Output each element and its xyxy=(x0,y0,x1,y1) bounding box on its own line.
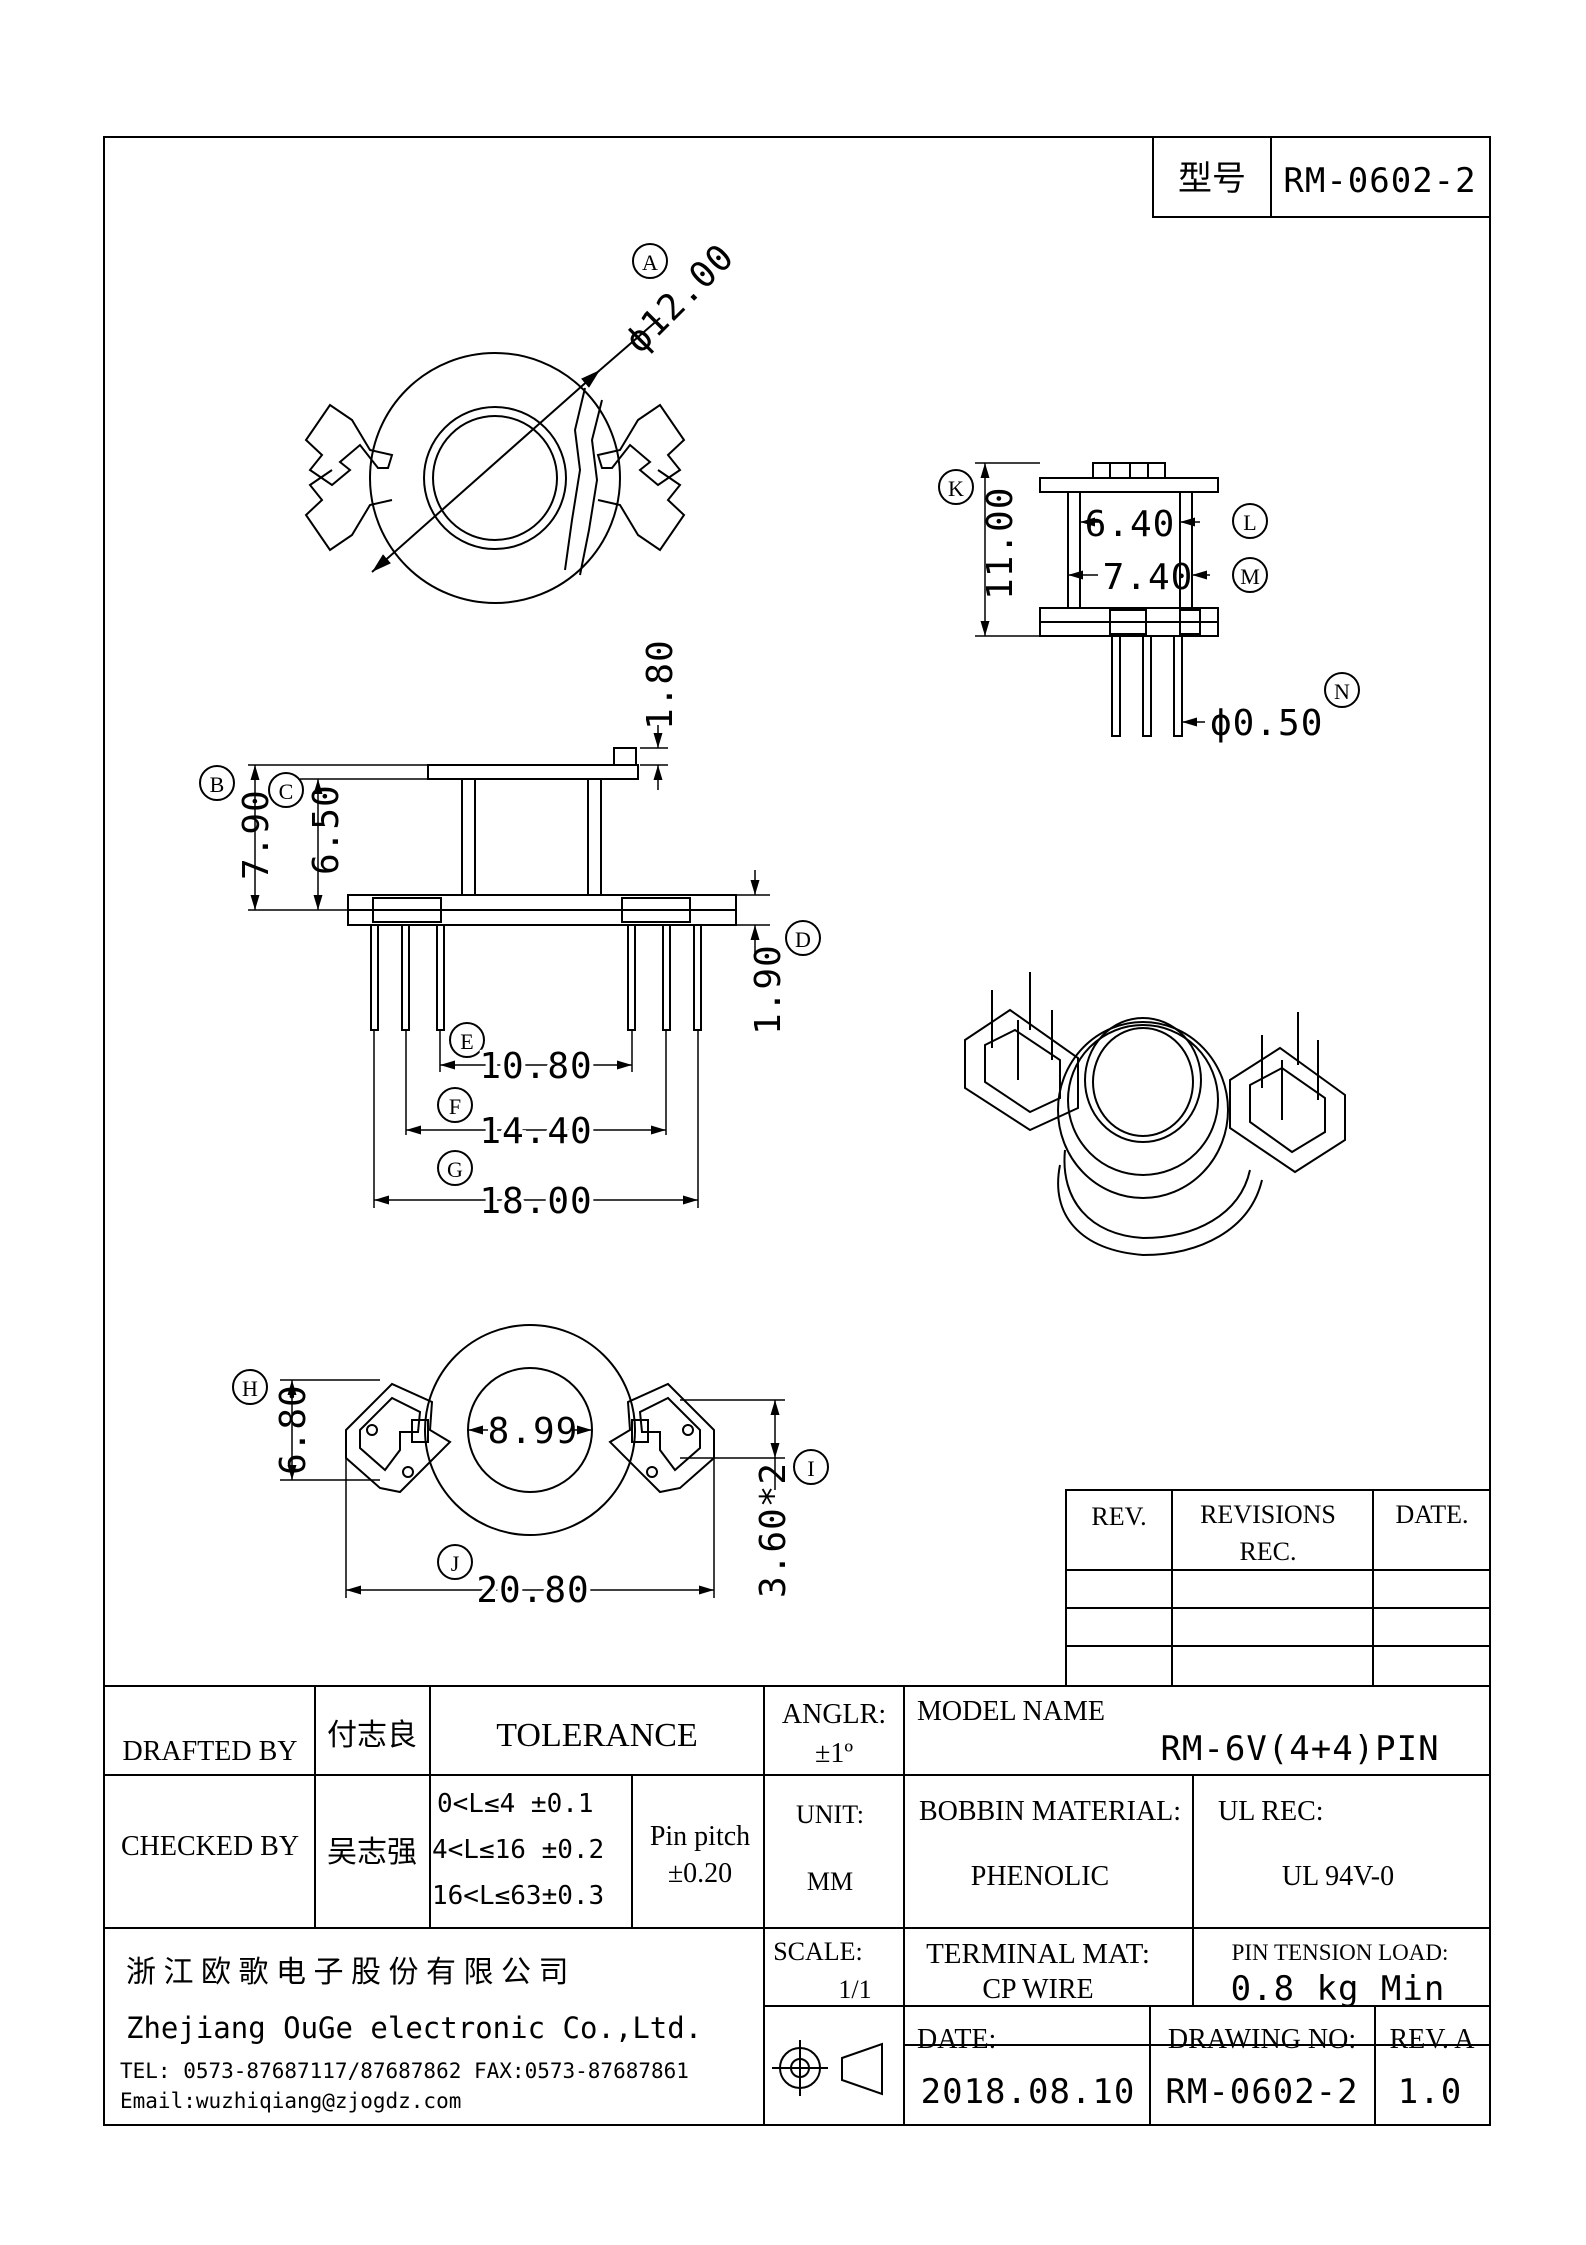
dim-c: 6.50 xyxy=(306,784,347,875)
label-f: F xyxy=(449,1094,461,1119)
label-h: H xyxy=(242,1376,258,1401)
side-view xyxy=(248,725,770,1208)
scale-value: 1/1 xyxy=(838,1975,871,2004)
label-j: J xyxy=(451,1551,460,1576)
terminal-mat-label: TERMINAL MAT: xyxy=(926,1938,1150,1970)
label-n-circle xyxy=(1324,672,1360,708)
rev-value: 1.0 xyxy=(1398,2072,1462,2112)
model-name-label: MODEL NAME xyxy=(917,1696,1105,1727)
label-n: N xyxy=(1334,679,1350,704)
date-label: DATE: xyxy=(917,2024,996,2055)
bobbin-material-label: BOBBIN MATERIAL: xyxy=(919,1796,1181,1827)
drafted-by-name: 付志良 xyxy=(327,1719,417,1752)
label-i-circle xyxy=(793,1449,829,1485)
label-k-circle xyxy=(938,469,974,505)
company-email: Email:wuzhiqiang@zjogdz.com xyxy=(120,2089,461,2113)
unit-value: MM xyxy=(807,1867,853,1896)
dim-m: 7.40 xyxy=(1103,557,1194,598)
dim-g: 18.00 xyxy=(479,1181,592,1222)
dim-k: 11.00 xyxy=(980,487,1021,600)
header-model-box: 型号 RM-0602-2 xyxy=(1152,136,1491,218)
dim-b: 7.90 xyxy=(236,789,277,880)
label-d-circle xyxy=(785,920,821,956)
label-a-circle xyxy=(632,243,668,279)
label-b-circle xyxy=(199,765,235,801)
rev-header-rec: REC. xyxy=(1239,1537,1296,1566)
dim-center: 8.99 xyxy=(488,1411,579,1452)
bottom-view xyxy=(280,1324,785,1598)
label-h-circle xyxy=(232,1369,268,1405)
angle-value: ±1º xyxy=(815,1738,853,1769)
date-value: 2018.08.10 xyxy=(921,2072,1136,2112)
dim-top: 1.80 xyxy=(640,639,681,730)
front-view xyxy=(975,462,1219,737)
unit-label: UNIT: xyxy=(796,1800,864,1829)
label-m: M xyxy=(1240,564,1260,589)
tolerance-label: TOLERANCE xyxy=(496,1717,697,1754)
label-c-circle xyxy=(268,772,304,808)
ul-rec-value: UL 94V-0 xyxy=(1282,1861,1394,1892)
label-l-circle xyxy=(1232,503,1268,539)
terminal-mat-value: CP WIRE xyxy=(982,1974,1093,2005)
label-j-circle xyxy=(437,1544,473,1580)
top-view xyxy=(304,317,686,604)
model-label: 型号 xyxy=(1178,161,1246,198)
projection-symbol-icon xyxy=(772,2040,883,2096)
label-c: C xyxy=(279,779,294,804)
checked-by-label: CHECKED BY xyxy=(121,1831,299,1862)
rev-header-revisions: REVISIONS xyxy=(1200,1500,1336,1529)
dim-e: 10.80 xyxy=(479,1046,592,1087)
label-a: A xyxy=(642,250,658,275)
rev-header-rev: REV. xyxy=(1091,1502,1146,1531)
checked-by-name: 吴志强 xyxy=(327,1836,417,1869)
bobbin-material-value: PHENOLIC xyxy=(971,1861,1109,1892)
label-i: I xyxy=(807,1456,814,1481)
company-tel: TEL: 0573-87687117/87687862 FAX:0573-876… xyxy=(120,2059,689,2083)
pin-tension-value: 0.8 kg Min xyxy=(1231,1969,1446,2009)
dim-j: 20.80 xyxy=(476,1570,589,1611)
tolerance-row-3: 16<L≤63±0.3 xyxy=(432,1881,604,1911)
ul-rec-label: UL REC: xyxy=(1218,1796,1324,1827)
tolerance-row-2: 4<L≤16 ±0.2 xyxy=(432,1835,604,1865)
angle-label: ANGLR: xyxy=(782,1699,886,1730)
dim-l: 6.40 xyxy=(1085,504,1176,545)
pin-pitch-label: Pin pitch xyxy=(650,1821,750,1852)
label-g: G xyxy=(447,1157,463,1182)
rev-header-date: DATE. xyxy=(1396,1500,1469,1529)
title-block-grid xyxy=(104,1685,1490,2125)
dim-diameter-a: ϕ12.00 xyxy=(617,236,742,361)
pin-pitch-value: ±0.20 xyxy=(668,1858,732,1889)
pin-tension-label: PIN TENSION LOAD: xyxy=(1232,1940,1449,1965)
company-en: Zhejiang OuGe electronic Co.,Ltd. xyxy=(126,2011,702,2045)
model-value: RM-0602-2 xyxy=(1283,161,1476,201)
company-cn: 浙 江 欧 歌 电 子 股 份 有 限 公 司 xyxy=(126,1956,569,1989)
rev-label: REV. A xyxy=(1389,2024,1475,2055)
label-f-circle xyxy=(437,1087,473,1123)
dim-n: ϕ0.50 xyxy=(1210,703,1323,744)
model-name-value: RM-6V(4+4)PIN xyxy=(1160,1729,1439,1769)
drawing-no-value: RM-0602-2 xyxy=(1165,2072,1358,2112)
scale-label: SCALE: xyxy=(773,1937,863,1966)
dim-i: 3.60*2 xyxy=(753,1462,794,1598)
label-g-circle xyxy=(437,1150,473,1186)
label-d: D xyxy=(795,927,811,952)
label-b: B xyxy=(210,772,225,797)
drafted-by-label: DRAFTED BY xyxy=(122,1736,297,1767)
label-e: E xyxy=(460,1029,473,1054)
label-m-circle xyxy=(1232,557,1268,593)
isometric-view xyxy=(964,972,1346,1257)
label-l: L xyxy=(1243,510,1256,535)
tolerance-row-1: 0<L≤4 ±0.1 xyxy=(437,1789,594,1819)
dim-d: 1.90 xyxy=(748,944,789,1035)
dim-h: 6.80 xyxy=(273,1384,314,1475)
dim-f: 14.40 xyxy=(479,1111,592,1152)
drawing-no-label: DRAWING NO: xyxy=(1168,2024,1356,2055)
label-k: K xyxy=(948,476,964,501)
sheet-border xyxy=(103,136,1491,2126)
label-e-circle xyxy=(449,1022,485,1058)
revisions-table xyxy=(1065,1489,1491,1687)
